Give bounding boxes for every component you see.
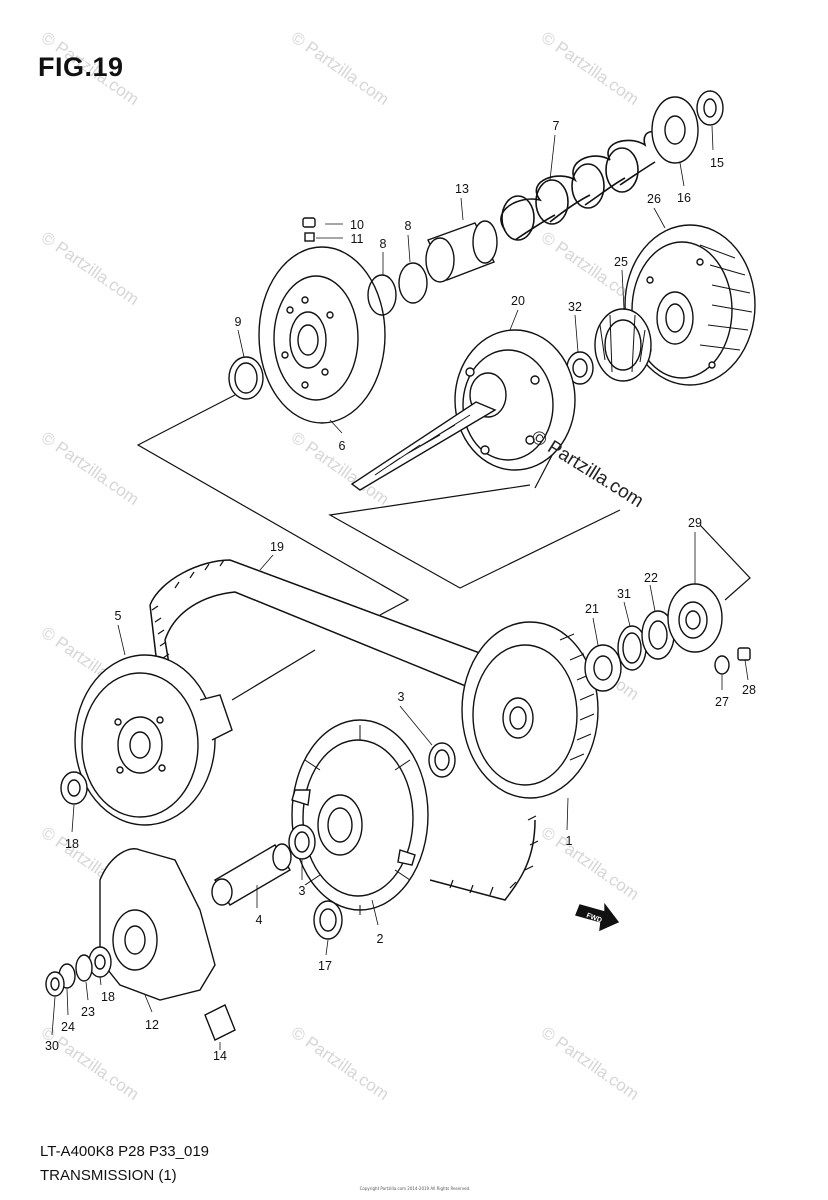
part-7-spring [500, 130, 666, 241]
fwd-arrow-icon [575, 902, 620, 932]
callout-8-right: 8 [405, 219, 412, 233]
copyright-notice: Copyright Partzilla.com 2014-2019 All Ri… [359, 1186, 471, 1191]
callout-25: 25 [614, 255, 628, 269]
figure-title: FIG.19 [38, 52, 124, 82]
part-6-movable-drive-face [258, 246, 386, 424]
part-19-drive-belt [149, 559, 539, 901]
callout-23: 23 [81, 1005, 95, 1019]
watermark: © Partzilla.com [538, 28, 643, 109]
part-21-bearing [584, 644, 622, 692]
part-9-seal [228, 356, 264, 400]
callout-11: 11 [351, 232, 364, 246]
watermark: © Partzilla.com [38, 228, 143, 309]
watermark: © Partzilla.com [288, 28, 393, 109]
part-14-slide-piece [204, 1004, 236, 1041]
part-4-spacer [211, 843, 292, 906]
part-32-bearing [566, 351, 594, 385]
callout-18-lower: 18 [101, 990, 115, 1004]
callout-7: 7 [553, 119, 560, 133]
callout-16: 16 [677, 191, 691, 205]
callout-5: 5 [115, 609, 122, 623]
part-28-bolt [737, 647, 751, 661]
part-20-driven-face-shaft [350, 329, 576, 491]
diagram-name: TRANSMISSION (1) [40, 1167, 177, 1184]
callout-26: 26 [647, 192, 661, 206]
part-15-nut [696, 90, 724, 126]
part-2-movable-driven-face [291, 719, 429, 915]
part-30-nut [45, 971, 65, 997]
part-3-oil-seal-upper [428, 742, 456, 778]
callout-22: 22 [644, 571, 658, 585]
callout-13: 13 [455, 182, 469, 196]
callout-15: 15 [710, 156, 724, 170]
part-13-sleeve [425, 220, 498, 283]
callout-32: 32 [568, 300, 582, 314]
callout-28: 28 [742, 683, 756, 697]
callout-20: 20 [511, 294, 525, 308]
callout-10: 10 [350, 218, 364, 232]
callout-1: 1 [566, 834, 573, 848]
part-1-driven-face [461, 621, 599, 799]
callout-29: 29 [688, 516, 702, 530]
callout-3-upper: 3 [398, 690, 405, 704]
part-18-nut-lower [88, 946, 112, 978]
part-10-11-screw [302, 217, 316, 242]
leader-lines [51, 125, 749, 1050]
watermark: © Partzilla.com [38, 428, 143, 509]
part-8-o-rings [367, 262, 428, 316]
callout-24: 24 [61, 1020, 75, 1034]
callout-18-upper: 18 [65, 837, 79, 851]
callout-6: 6 [339, 439, 346, 453]
watermark: © Partzilla.com [38, 1023, 143, 1104]
part-12-cam-plate [99, 848, 216, 1001]
callout-19: 19 [270, 540, 284, 554]
callout-14: 14 [213, 1049, 227, 1063]
part-18-nut-upper [60, 771, 88, 805]
callout-30: 30 [45, 1039, 59, 1053]
callout-21: 21 [585, 602, 599, 616]
part-5-fixed-drive-face [74, 654, 233, 826]
callout-12: 12 [145, 1018, 159, 1032]
callout-9: 9 [235, 315, 242, 329]
diagram-code: LT-A400K8 P28 P33_019 [40, 1143, 210, 1160]
part-27-washer [714, 655, 730, 675]
part-23-washer [75, 954, 93, 982]
callout-3-lower: 3 [299, 884, 306, 898]
watermark: © Partzilla.com [288, 1023, 393, 1104]
callout-27: 27 [715, 695, 729, 709]
callout-4: 4 [256, 913, 263, 927]
watermark: © Partzilla.com [538, 1023, 643, 1104]
part-25-one-way-clutch [594, 308, 652, 382]
callout-labels: 1 2 3 3 4 5 6 7 8 8 9 10 11 12 13 14 15 … [45, 119, 756, 1063]
part-29-bearing [667, 583, 723, 653]
callout-2: 2 [377, 932, 384, 946]
part-3-oil-seal-lower [288, 824, 316, 860]
callout-17: 17 [318, 959, 332, 973]
part-16-spring-seat [651, 96, 699, 164]
assembly-lines [136, 394, 751, 701]
part-17-bearing [313, 900, 343, 940]
watermark: © Partzilla.com [538, 823, 643, 904]
callout-8-left: 8 [380, 237, 387, 251]
part-26-clutch-housing [624, 224, 756, 386]
callout-31: 31 [617, 587, 631, 601]
